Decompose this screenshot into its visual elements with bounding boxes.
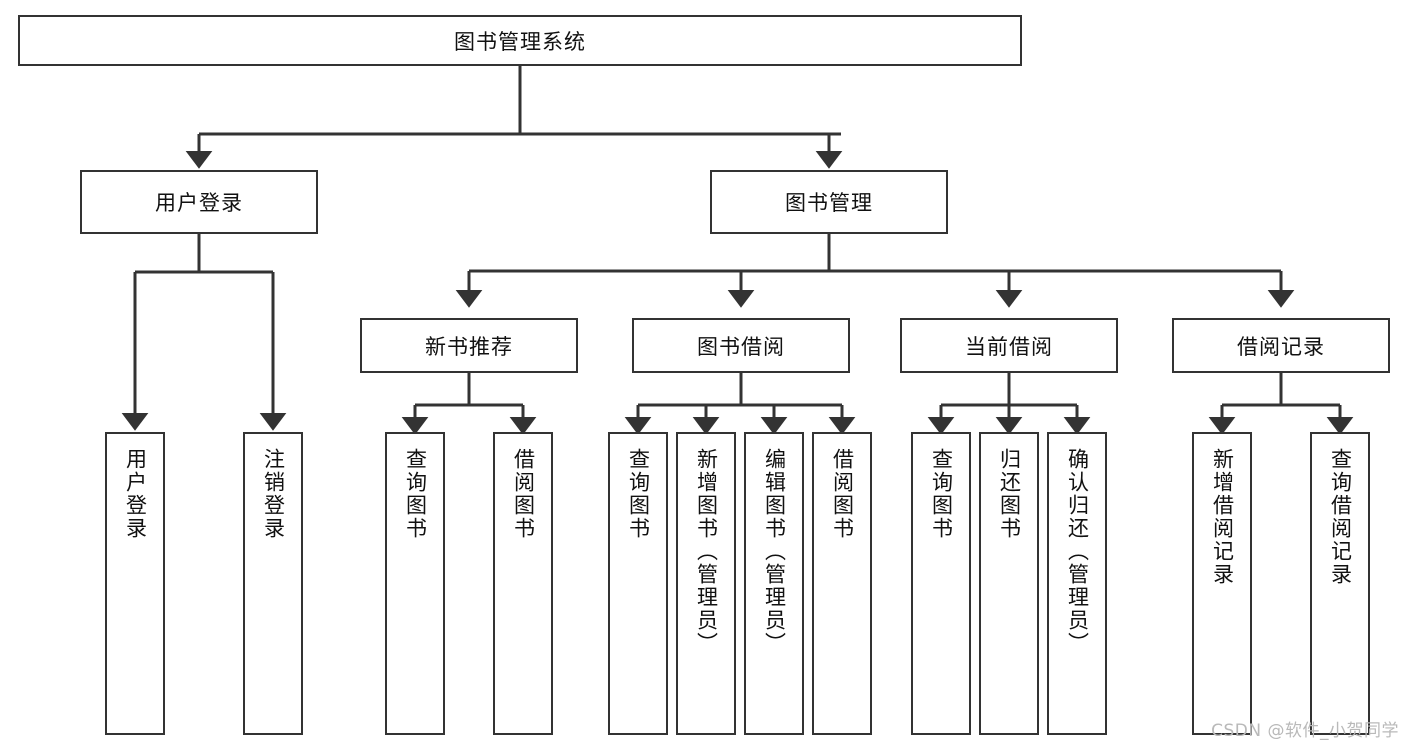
node-label: 查询图书 [403, 448, 428, 540]
node-user-login[interactable]: 用户登录 [80, 170, 318, 234]
node-label: 注销登录 [261, 448, 286, 540]
leaf-user-login-logout[interactable]: 注销登录 [243, 432, 303, 735]
node-label: 查询图书 [626, 448, 651, 540]
leaf-book-borrow-borrow[interactable]: 借阅图书 [812, 432, 872, 735]
node-label: 确认归还（管理员） [1065, 448, 1090, 655]
leaf-new-book-borrow[interactable]: 借阅图书 [493, 432, 553, 735]
leaf-current-borrow-confirm-return[interactable]: 确认归还（管理员） [1047, 432, 1107, 735]
node-label: 借阅图书 [511, 448, 536, 540]
node-label: 图书管理 [785, 191, 873, 215]
node-root-system[interactable]: 图书管理系统 [18, 15, 1022, 66]
node-label: 图书借阅 [697, 334, 785, 359]
leaf-borrow-record-add[interactable]: 新增借阅记录 [1192, 432, 1252, 735]
node-label: 新书推荐 [425, 334, 513, 359]
node-book-borrow[interactable]: 图书借阅 [632, 318, 850, 373]
leaf-book-borrow-add[interactable]: 新增图书（管理员） [676, 432, 736, 735]
node-label: 借阅记录 [1237, 334, 1325, 359]
node-current-borrow[interactable]: 当前借阅 [900, 318, 1118, 373]
node-label: 当前借阅 [965, 334, 1053, 359]
leaf-new-book-query[interactable]: 查询图书 [385, 432, 445, 735]
leaf-borrow-record-query[interactable]: 查询借阅记录 [1310, 432, 1370, 735]
leaf-book-borrow-query[interactable]: 查询图书 [608, 432, 668, 735]
node-borrow-record[interactable]: 借阅记录 [1172, 318, 1390, 373]
node-label: 用户登录 [155, 191, 243, 215]
node-label: 新增借阅记录 [1210, 448, 1235, 586]
node-new-book-recommend[interactable]: 新书推荐 [360, 318, 578, 373]
leaf-current-borrow-query[interactable]: 查询图书 [911, 432, 971, 735]
node-label: 查询图书 [929, 448, 954, 540]
node-label: 查询借阅记录 [1328, 448, 1353, 586]
leaf-user-login-login[interactable]: 用户登录 [105, 432, 165, 735]
node-book-management[interactable]: 图书管理 [710, 170, 948, 234]
leaf-current-borrow-return[interactable]: 归还图书 [979, 432, 1039, 735]
node-label: 图书管理系统 [454, 29, 586, 54]
csdn-watermark: CSDN @软件_小贺同学 [1211, 721, 1399, 741]
node-label: 借阅图书 [830, 448, 855, 540]
leaf-book-borrow-edit[interactable]: 编辑图书（管理员） [744, 432, 804, 735]
node-label: 编辑图书（管理员） [762, 448, 787, 655]
node-label: 新增图书（管理员） [694, 448, 719, 655]
node-label: 用户登录 [123, 448, 148, 540]
node-label: 归还图书 [997, 448, 1022, 540]
